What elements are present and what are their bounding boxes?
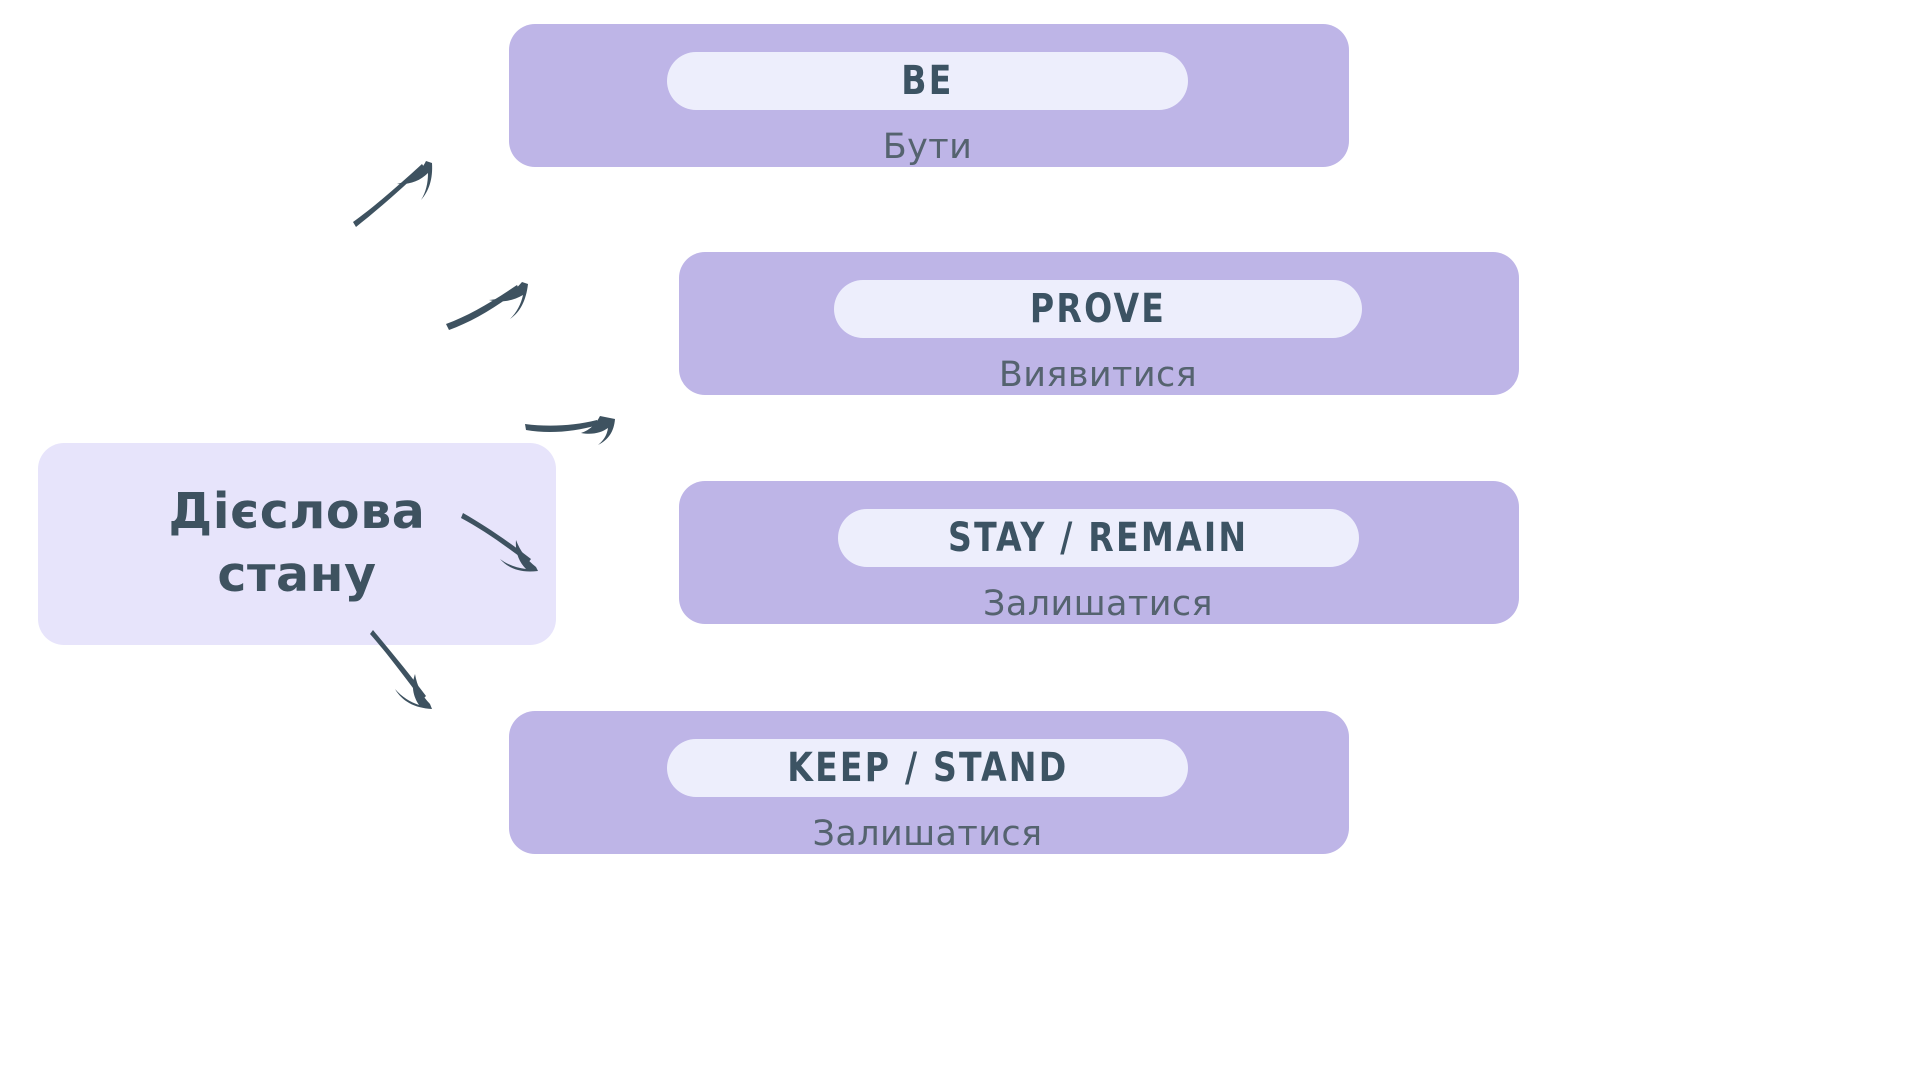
arrow-to-mid <box>524 412 618 446</box>
branch-translation-label: Залишатися <box>812 814 1043 854</box>
branch-card-stay-remain[interactable]: STAY / REMAIN Залишатися <box>679 481 1519 624</box>
root-node-label: Дієслова стану <box>168 483 426 603</box>
arrow-to-be <box>352 155 442 231</box>
root-node-state-verbs[interactable]: Дієслова стану <box>38 443 556 645</box>
arrow-to-keep <box>366 630 452 710</box>
branch-term-pill: KEEP / STAND <box>667 739 1188 797</box>
branch-term-pill: STAY / REMAIN <box>837 509 1359 567</box>
branch-term-label: STAY / REMAIN <box>947 515 1249 561</box>
arrow-to-prove <box>446 278 538 334</box>
branch-translation-label: Виявитися <box>998 355 1198 395</box>
branch-term-label: PROVE <box>1029 286 1167 332</box>
branch-translation-label: Бути <box>882 127 973 167</box>
branch-term-label: KEEP / STAND <box>786 745 1069 791</box>
branch-card-keep-stand[interactable]: KEEP / STAND Залишатися <box>509 711 1349 854</box>
branch-term-label: BE <box>901 58 954 104</box>
branch-term-pill: PROVE <box>834 280 1362 338</box>
branch-term-pill: BE <box>667 52 1188 110</box>
branch-translation-label: Залишатися <box>983 584 1213 624</box>
branch-card-prove[interactable]: PROVE Виявитися <box>679 252 1519 395</box>
branch-card-be[interactable]: BE Бути <box>509 24 1349 167</box>
arrow-to-stay <box>458 513 550 573</box>
